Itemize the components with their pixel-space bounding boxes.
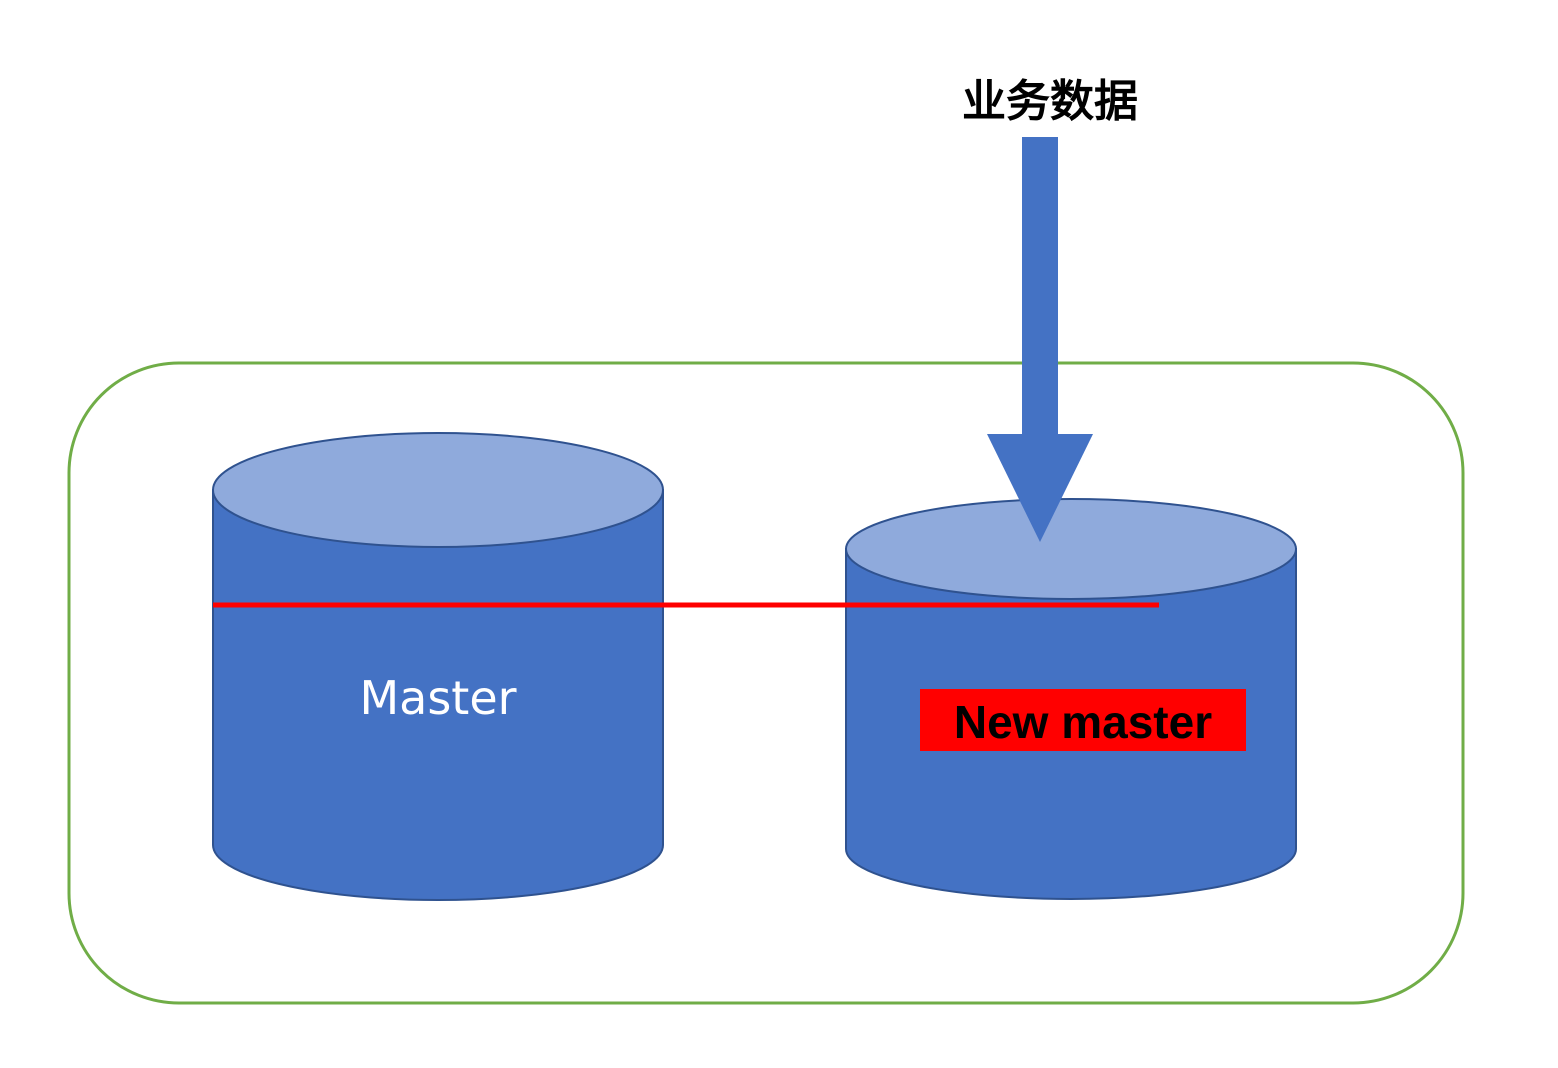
master-cylinder-top	[212, 432, 664, 548]
master-database-cylinder	[212, 432, 664, 901]
down-arrow-icon	[987, 137, 1093, 542]
new-master-cylinder-top	[845, 498, 1297, 600]
cluster-boundary	[67, 361, 1465, 1005]
business-data-title: 业务数据	[962, 76, 1138, 127]
master-cylinder-body	[212, 489, 664, 901]
arrow-shaft	[1022, 137, 1058, 435]
new-master-label: New master	[954, 696, 1212, 748]
new-master-label-highlight	[920, 689, 1246, 751]
master-label: Master	[359, 671, 516, 725]
arrow-head	[987, 434, 1093, 542]
